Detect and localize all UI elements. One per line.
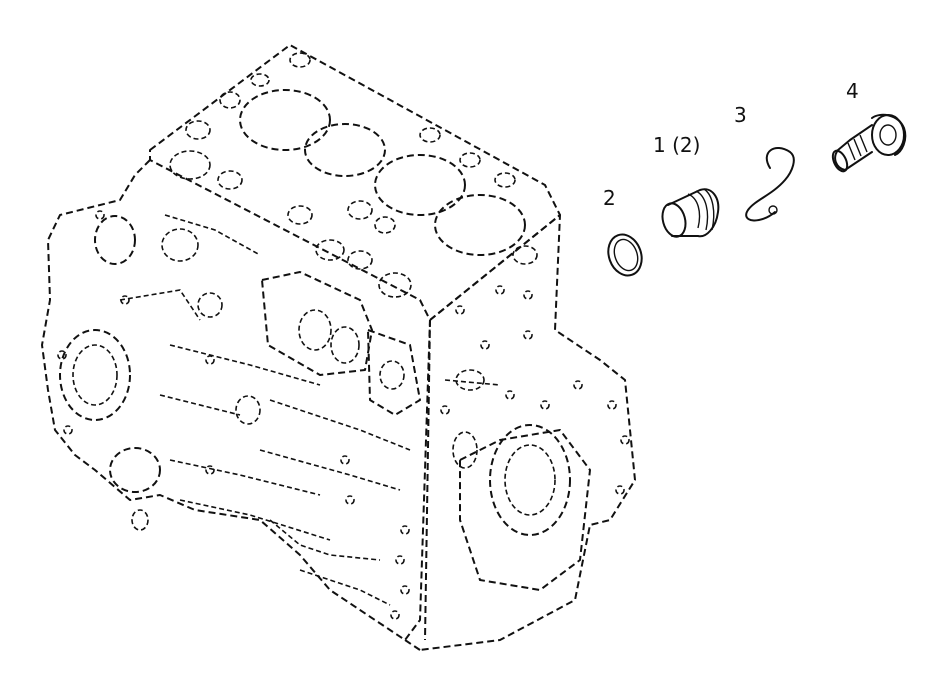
callout-label-part-2: 2 xyxy=(603,186,616,210)
callout-label-part-4: 4 xyxy=(846,79,859,103)
plug-part xyxy=(661,188,720,238)
engine-block xyxy=(41,44,636,651)
callout-label-part-3: 3 xyxy=(734,103,747,127)
bolt-fitting-part xyxy=(831,113,907,173)
sealing-ring-part xyxy=(607,233,643,277)
callout-label-part-1: 1 (2) xyxy=(653,133,700,157)
hook-clip-part xyxy=(745,147,795,222)
